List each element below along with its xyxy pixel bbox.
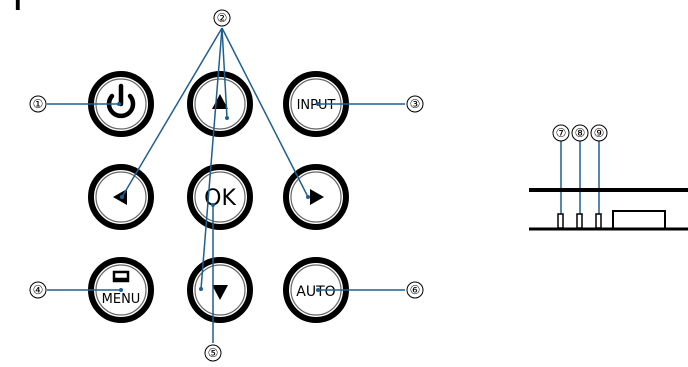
up-button[interactable] (187, 71, 253, 137)
callout-6-text: ⑥ (410, 283, 421, 297)
power-icon (106, 83, 136, 119)
leader-2-left (121, 27, 223, 198)
right-button[interactable] (283, 164, 349, 230)
callout-2-text: ② (217, 11, 228, 25)
leader-6-dot (316, 288, 320, 292)
callout-4: ④ (29, 281, 47, 299)
callout-1: ① (29, 95, 47, 113)
callout-2: ② (213, 9, 231, 27)
menu-icon (112, 270, 130, 283)
callout-9-text: ⑨ (594, 126, 605, 140)
side-view-panel (529, 188, 688, 231)
leader-2-up (221, 27, 228, 119)
callout-7: ⑦ (552, 124, 570, 142)
leader-3-dot (316, 102, 320, 106)
leader-2-dot-left (120, 195, 124, 199)
leader-lines (47, 27, 601, 343)
callout-8: ⑧ (571, 124, 589, 142)
indicator-8 (576, 213, 583, 229)
input-label: INPUT (297, 98, 336, 113)
indicator-7 (557, 213, 564, 229)
leader-1-dot (117, 102, 121, 106)
side-recess (612, 210, 666, 228)
down-arrow-icon (212, 285, 228, 300)
callout-9: ⑨ (590, 124, 608, 142)
callout-4-text: ④ (33, 283, 44, 297)
ok-button[interactable]: OK (187, 164, 253, 230)
callout-6: ⑥ (406, 281, 424, 299)
callout-5-text: ⑤ (208, 346, 219, 360)
callout-1-text: ① (33, 97, 44, 111)
callout-3: ③ (406, 95, 424, 113)
callout-7-text: ⑦ (556, 126, 567, 140)
leader-4-dot (119, 288, 123, 292)
leader-5-dot (211, 203, 215, 207)
leader-2-right (221, 27, 309, 198)
right-arrow-icon (310, 189, 324, 205)
auto-label: AUTO (296, 284, 335, 300)
leader-2-down (200, 27, 223, 290)
menu-label: MENU (102, 292, 141, 307)
down-button[interactable] (187, 257, 253, 323)
indicator-9 (595, 213, 602, 229)
callout-8-text: ⑧ (575, 126, 586, 140)
callout-5: ⑤ (204, 344, 222, 362)
callout-3-text: ③ (410, 97, 421, 111)
leader-2-dot-right (306, 195, 310, 199)
header-glyph: l (14, 0, 22, 16)
leader-2-dot-down (199, 287, 203, 291)
leader-2-dot-up (225, 116, 229, 120)
